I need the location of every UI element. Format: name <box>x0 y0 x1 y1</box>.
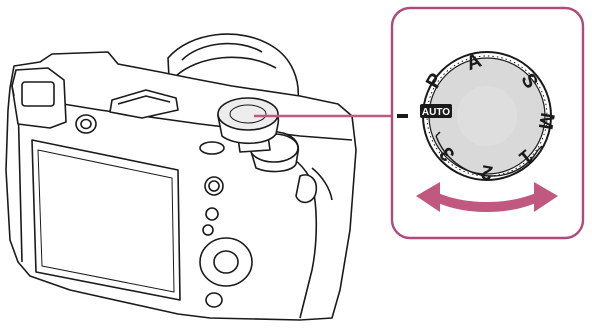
camera-body <box>6 34 356 320</box>
control-button-3 <box>206 293 222 307</box>
strap-lug <box>296 175 316 202</box>
dial-index-mark <box>397 114 408 118</box>
dial-label-auto: AUTO <box>422 107 450 118</box>
mode-dial-on-camera <box>218 98 278 143</box>
af-on-button <box>200 142 224 154</box>
control-button-2 <box>206 208 218 220</box>
